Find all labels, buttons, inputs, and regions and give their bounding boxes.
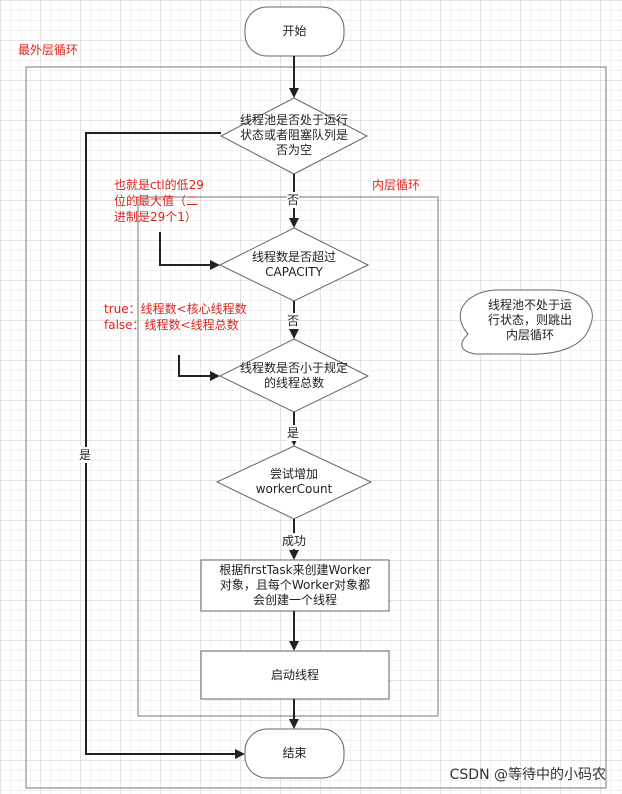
outer-loop-label: 最外层循环 [18, 43, 79, 57]
create-worker-line-2: 对象，且每个Worker对象都 [219, 578, 371, 592]
arrow-core-note-to-less [178, 355, 220, 381]
inner-loop-label: 内层循环 [372, 178, 421, 192]
bubble-line-2: 行状态，则跳出 [487, 313, 572, 327]
check-capacity-line-2: CAPACITY [265, 265, 323, 279]
check-state-line-1: 线程池是否处于运行 [239, 113, 348, 127]
ctl-note-line-1: 也就是ctl的低29 [114, 178, 204, 192]
ctl-note-line-3: 进制是29个1） [114, 210, 197, 224]
arrow-outer-yes-to-end [85, 132, 245, 759]
csdn-watermark: CSDN @等待中的小码农 [449, 767, 606, 783]
check-state-line-3: 否为空 [275, 143, 312, 157]
core-note-line-1: true：线程数<核心线程数 [104, 302, 247, 316]
edge-label-yes-1: 是 [287, 425, 300, 441]
create-worker-line-3: 会创建一个线程 [252, 593, 337, 607]
try-increase-line-1: 尝试增加 [269, 467, 318, 481]
check-capacity-line-1: 线程数是否超过 [251, 250, 336, 264]
try-increase-line-2: workerCount [255, 482, 333, 496]
check-state-label: 线程池是否处于运行 状态或者阻塞队列是 否为空 [221, 113, 367, 158]
check-less-label: 线程数是否小于规定 的线程总数 [220, 361, 368, 391]
edge-label-success: 成功 [282, 533, 307, 549]
core-note: true：线程数<核心线程数 false：线程数<线程总数 [104, 301, 247, 333]
bubble-line-3: 内层循环 [505, 328, 554, 342]
edge-label-no-2: 否 [287, 313, 300, 329]
edge-label-yes-outer: 是 [79, 447, 92, 463]
process-create-worker[interactable] [200, 559, 390, 612]
start-thread-label: 启动线程 [270, 668, 319, 682]
ctl-note: 也就是ctl的低29 位的最大值（二 进制是29个1） [114, 177, 204, 225]
check-less-line-2: 的线程总数 [263, 376, 324, 390]
end-node-label: 结束 [282, 746, 307, 760]
check-state-line-2: 状态或者阻塞队列是 [239, 128, 348, 142]
core-note-line-2: false：线程数<线程总数 [104, 318, 239, 332]
start-node-label: 开始 [282, 24, 307, 38]
bubble-text: 线程池不处于运 行状态，则跳出 内层循环 [468, 298, 592, 343]
ctl-note-line-2: 位的最大值（二 [114, 194, 199, 208]
arrow-ctl-note-to-capacity [159, 232, 220, 270]
try-increase-label: 尝试增加 workerCount [217, 467, 371, 497]
check-less-line-1: 线程数是否小于规定 [239, 361, 348, 375]
create-worker-label: 根据firstTask来创建Worker 对象，且每个Worker对象都 会创建… [201, 563, 389, 608]
end-node[interactable] [244, 728, 345, 779]
annotation-bubble-shape [459, 289, 593, 355]
bubble-line-1: 线程池不处于运 [487, 298, 572, 312]
check-capacity-label: 线程数是否超过 CAPACITY [220, 250, 368, 280]
outer-loop-frame [25, 66, 607, 789]
edge-label-no-1: 否 [287, 192, 300, 208]
create-worker-line-1: 根据firstTask来创建Worker [219, 563, 371, 577]
